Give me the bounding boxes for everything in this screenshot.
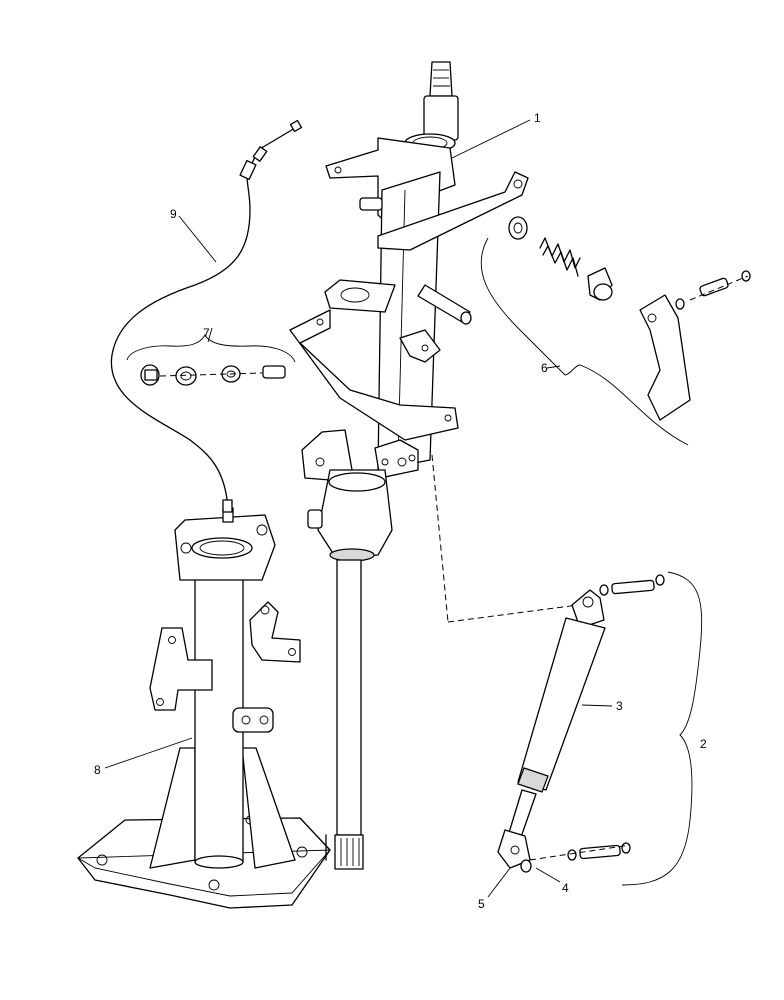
callout-2: 2 — [700, 737, 707, 751]
callout-9: 9 — [170, 207, 177, 221]
cable-part — [110, 119, 303, 513]
steering-column-part — [289, 61, 529, 870]
callout-4: 4 — [562, 881, 569, 895]
gas-strut-part — [431, 454, 703, 886]
leader-lines — [104, 119, 613, 898]
hardware-kit-part — [126, 334, 296, 386]
pedestal-column-part — [76, 507, 332, 909]
callout-3: 3 — [616, 699, 623, 713]
callout-6: 6 — [541, 361, 548, 375]
callout-7: 7 — [203, 326, 210, 340]
callout-8: 8 — [94, 763, 101, 777]
lever-assembly-part — [480, 216, 751, 446]
callout-1: 1 — [534, 111, 541, 125]
callout-5: 5 — [478, 897, 485, 911]
